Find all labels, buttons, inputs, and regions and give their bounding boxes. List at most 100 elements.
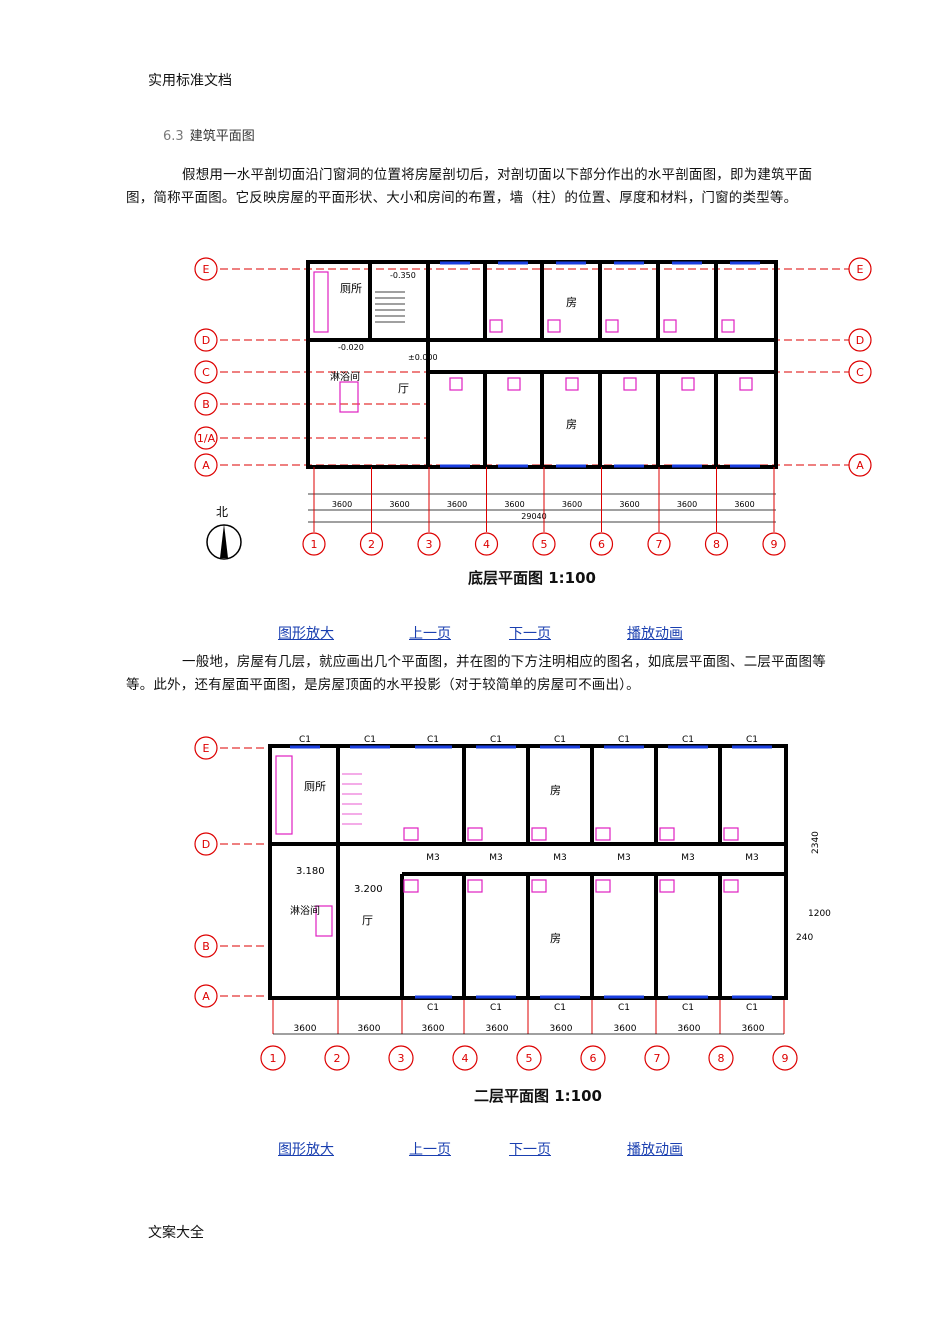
svg-text:8: 8: [713, 538, 720, 551]
svg-text:7: 7: [656, 538, 663, 551]
plan2-axis-bubble-D: D: [194, 832, 218, 856]
plan1-wash-label: 淋浴间: [330, 370, 360, 383]
svg-text:8: 8: [718, 1052, 725, 1065]
plan1-walls: [306, 260, 778, 469]
plan2-axis-bubble-5: 5: [516, 1045, 542, 1071]
svg-text:6: 6: [598, 538, 605, 551]
plan1-level-3: -0.020: [338, 343, 364, 352]
svg-text:5: 5: [541, 538, 548, 551]
plan2-vertical-axis-bubbles: E D B A: [194, 736, 218, 1008]
plan2-dim-text: 3600: [678, 1024, 701, 1034]
plan1-dim-text: 3600: [447, 500, 467, 509]
svg-text:2: 2: [334, 1052, 341, 1065]
plan2-axis-lines: [220, 747, 785, 1034]
plan2-axis-bubble-9: 9: [772, 1045, 798, 1071]
plan2-hall-label: 厅: [362, 914, 373, 927]
svg-text:1: 1: [311, 538, 318, 551]
svg-text:C: C: [856, 366, 864, 379]
plan2-axis-bubble-4: 4: [452, 1045, 478, 1071]
plan2-axis-bubble-6: 6: [580, 1045, 606, 1071]
plan2-window-label: C1: [299, 735, 311, 745]
plan2-axis-bubble-B: B: [194, 934, 218, 958]
svg-text:9: 9: [771, 538, 778, 551]
plan2-door-label: M3: [617, 853, 631, 863]
plan2-caption: 二层平面图 1:100: [474, 1087, 602, 1105]
plan1-total-dim: 29040: [521, 512, 546, 521]
prev-page-link[interactable]: 上一页: [409, 1142, 451, 1158]
svg-text:C: C: [202, 366, 210, 379]
svg-text:E: E: [203, 742, 210, 755]
plan1-axis-bubble-D: D: [194, 328, 218, 352]
plan1-axis-bubble-1: 1: [302, 532, 326, 556]
plan2-window-label: C1: [682, 735, 694, 745]
plan1-axis-bubble-5: 5: [532, 532, 556, 556]
plan2-door-label: M3: [426, 853, 440, 863]
plan1-axis-bubble-right-A: A: [848, 453, 872, 477]
svg-text:D: D: [202, 334, 210, 347]
plan2-dim-text: 3600: [550, 1024, 573, 1034]
svg-text:2: 2: [368, 538, 375, 551]
svg-text:B: B: [202, 940, 210, 953]
plan2-axis-bubble-1: 1: [260, 1045, 286, 1071]
play-animation-link[interactable]: 播放动画: [627, 1142, 683, 1158]
plan2-window-label: C1: [618, 1003, 630, 1013]
svg-text:E: E: [857, 263, 864, 276]
plan1-axis-bubble-right-D: D: [848, 328, 872, 352]
plan1-room-label-1: 房: [566, 296, 577, 309]
plan1-axis-bubble-3: 3: [417, 532, 441, 556]
plan2-level-1: 3.180: [296, 866, 325, 877]
zoom-link[interactable]: 图形放大: [278, 1142, 334, 1158]
plan2-right-dim-1: 2340: [811, 831, 821, 854]
plan2-window-label: C1: [554, 735, 566, 745]
svg-text:1/A: 1/A: [197, 432, 216, 445]
plan1-axis-bubble-7: 7: [647, 532, 671, 556]
plan2-window-label: C1: [427, 1003, 439, 1013]
plan2-windows: [290, 745, 772, 999]
plan2-dim-text: 3600: [422, 1024, 445, 1034]
plan1-axis-bubble-2: 2: [359, 532, 384, 556]
prev-page-link[interactable]: 上一页: [409, 626, 451, 642]
plan2-dim-text: 3600: [294, 1024, 317, 1034]
plan1-axis-bubble-8: 8: [704, 532, 729, 556]
plan1-hall-label: 厅: [398, 382, 409, 395]
plan2-axis-bubble-E: E: [194, 736, 218, 760]
plan1-dimension-lines: [308, 493, 776, 523]
plan2-right-dim-3: 240: [796, 933, 813, 943]
plan2-door-label: M3: [681, 853, 695, 863]
plan1-dim-text: 3600: [677, 500, 697, 509]
plan2-door-label: M3: [745, 853, 759, 863]
plan2-wash-label: 淋浴间: [290, 904, 320, 917]
plan2-dim-text: 3600: [614, 1024, 637, 1034]
plan1-axis-bubble-B: B: [194, 392, 218, 416]
plan1-axis-bubble-9: 9: [762, 532, 786, 556]
zoom-link[interactable]: 图形放大: [278, 626, 334, 642]
plan2-walls: [268, 744, 788, 1000]
plan1-dim-text: 3600: [619, 500, 639, 509]
plan1-room-label-2: 房: [566, 418, 577, 431]
north-label: 北: [216, 505, 228, 519]
plan2-window-label: C1: [682, 1003, 694, 1013]
svg-text:D: D: [202, 838, 210, 851]
play-animation-link[interactable]: 播放动画: [627, 626, 683, 642]
plan1-dim-text: 3600: [504, 500, 524, 509]
plan2-toilet-label: 厕所: [304, 780, 326, 793]
next-page-link[interactable]: 下一页: [509, 626, 551, 642]
svg-text:B: B: [202, 398, 210, 411]
svg-text:4: 4: [462, 1052, 469, 1065]
plan1-level-2: ±0.000: [408, 353, 438, 362]
next-page-link[interactable]: 下一页: [509, 1142, 551, 1158]
plan1-axis-bubble-A: A: [194, 453, 218, 477]
plan2-axis-bubble-A: A: [194, 984, 218, 1008]
svg-text:1: 1: [270, 1052, 277, 1065]
plan1-dim-text: 3600: [734, 500, 754, 509]
plan2-window-label: C1: [490, 1003, 502, 1013]
plan1-dim-text: 3600: [562, 500, 582, 509]
plan2-window-label: C1: [364, 735, 376, 745]
svg-text:A: A: [202, 459, 210, 472]
